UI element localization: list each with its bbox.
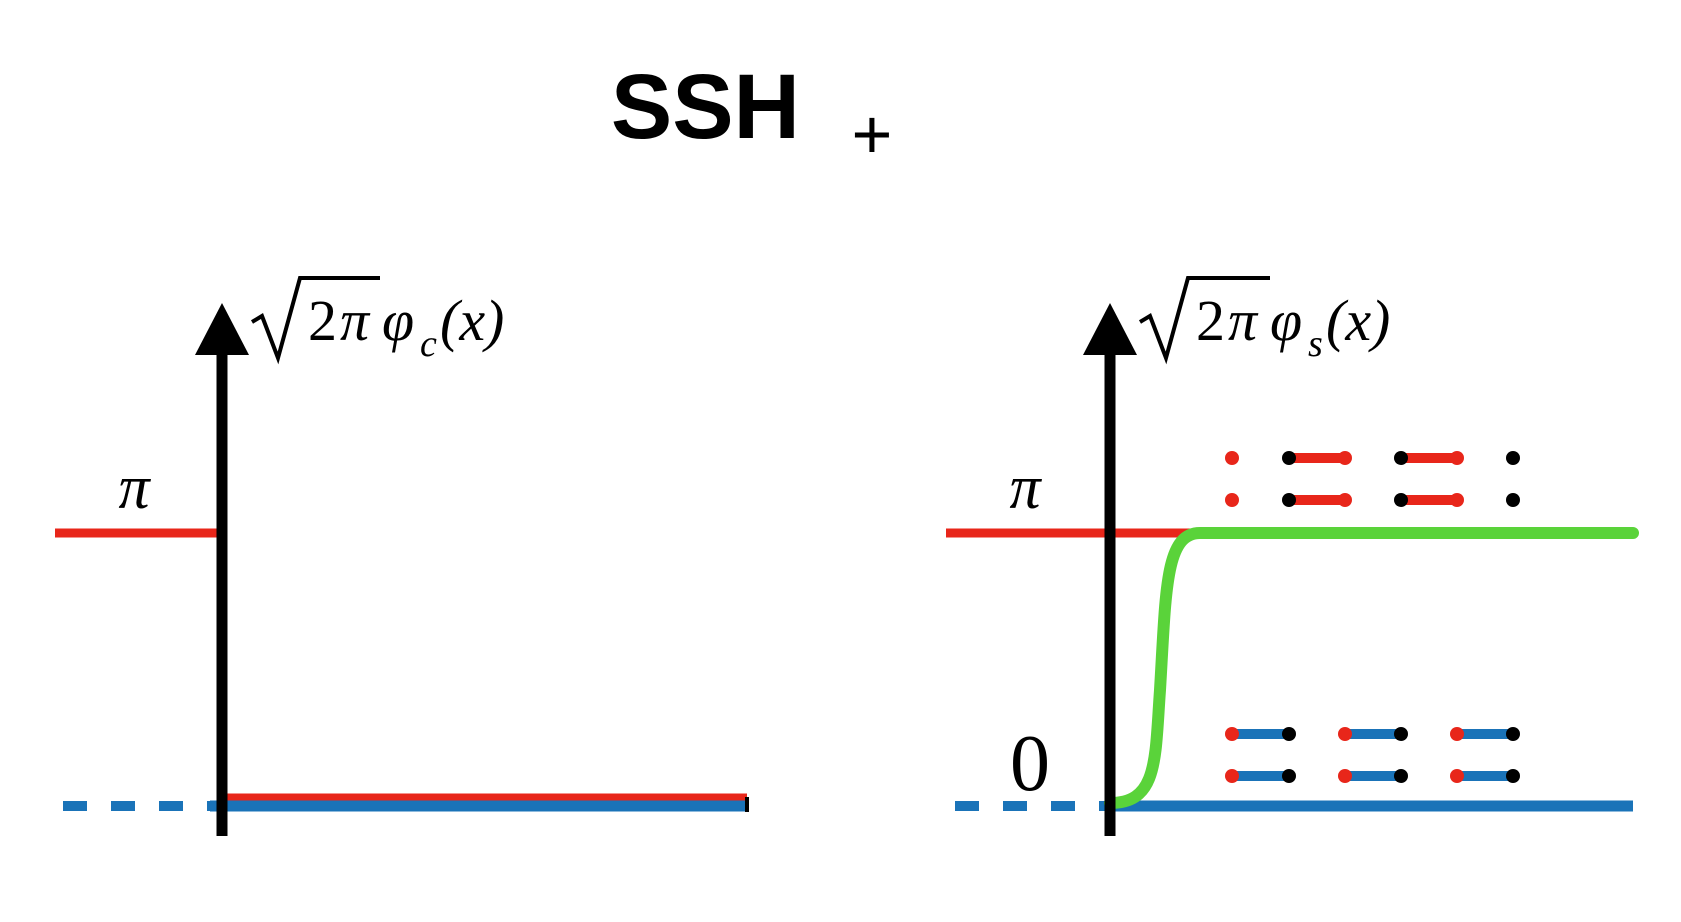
left-axis-label-phi: φ [382,288,414,353]
chain-site-dot [1450,769,1464,783]
chain-site-dot [1450,493,1464,507]
chain-site-dot [1506,769,1520,783]
chain-site-dot [1338,727,1352,741]
chain-site-dot [1506,493,1520,507]
chain-site-dot [1394,493,1408,507]
chain-site-dot [1282,727,1296,741]
green-kink-curve [1104,527,1639,809]
chain-site-dot [1225,451,1239,465]
diagram-title: SSH [611,56,800,158]
zero-dimer-chain [1225,727,1520,783]
chain-site-dot [1282,493,1296,507]
chain-site-dot [1338,769,1352,783]
right-zero-label: 0 [1010,720,1050,808]
left-axis-label-two: 2 [308,288,337,353]
right-axis-label-subscript: s [1308,323,1323,365]
chain-site-dot [1225,493,1239,507]
right-panel: π 0 2 π φ s (x) [946,276,1639,836]
left-axis-label-subscript: c [420,323,437,365]
chain-site-dot [1282,451,1296,465]
chain-site-dot [1338,493,1352,507]
left-axis-label: 2 π φ c (x) [250,276,504,365]
left-axis-label-arg: (x) [440,288,504,353]
right-axis-label: 2 π φ s (x) [1138,276,1390,365]
chain-site-dot [1394,727,1408,741]
chain-site-dot [1506,451,1520,465]
left-axis-arrowhead-icon [195,303,249,355]
chain-site-dot [1450,451,1464,465]
chain-site-dot [1394,769,1408,783]
left-panel: π 2 π φ c (x) [55,276,749,836]
right-sqrt-radical-icon [1138,276,1270,365]
chain-site-dot [1506,727,1520,741]
diagram-title-subscript: + [852,95,893,173]
left-pi-label: π [118,454,151,522]
pi-dimer-chain [1225,451,1520,507]
right-axis-label-arg: (x) [1326,288,1390,353]
right-axis-label-two: 2 [1196,288,1225,353]
chain-site-dot [1225,727,1239,741]
chain-site-dot [1394,451,1408,465]
chain-site-dot [1338,451,1352,465]
chain-site-dot [1225,769,1239,783]
right-axis-label-pi: π [1228,288,1259,353]
chain-site-dot [1282,769,1296,783]
chain-site-dot [1450,727,1464,741]
right-axis-label-phi: φ [1270,288,1302,353]
right-pi-label: π [1009,454,1042,522]
right-axis-arrowhead-icon [1083,303,1137,355]
left-axis-label-pi: π [340,288,371,353]
left-sqrt-radical-icon [250,276,380,365]
